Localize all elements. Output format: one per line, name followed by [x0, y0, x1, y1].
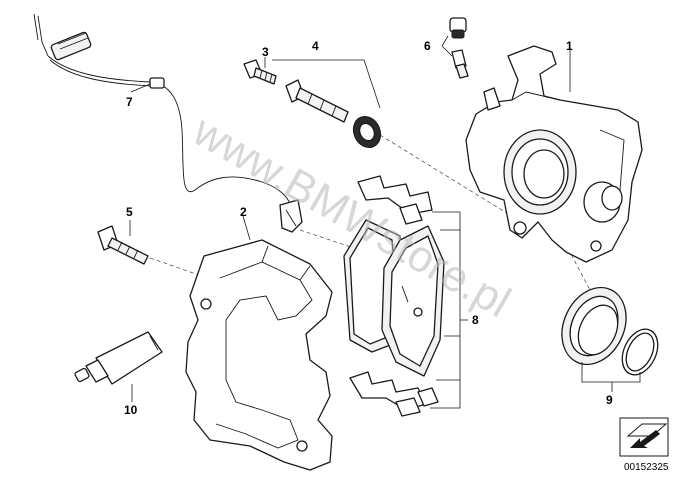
callout-10: 10 [124, 403, 138, 417]
caliper-carrier [185, 239, 333, 471]
leader-lines [129, 35, 641, 409]
callout-5: 5 [126, 205, 133, 219]
callout-9: 9 [606, 393, 613, 407]
callout-8: 8 [472, 313, 479, 327]
brake-wear-sensor [33, 13, 303, 233]
guide-pin-with-boot [285, 79, 382, 149]
callout-1: 1 [566, 39, 573, 53]
grease-tube [74, 331, 163, 385]
document-number: 00152325 [624, 462, 669, 473]
carrier-bolt [97, 225, 149, 265]
callout-7: 7 [126, 95, 133, 109]
caliper-bolt [243, 59, 277, 85]
brake-pads-and-clips [343, 175, 445, 417]
callout-labels: 1 2 3 4 5 6 7 8 9 10 [124, 39, 613, 417]
callout-4: 4 [312, 39, 319, 53]
arrow-into-box-icon [619, 417, 669, 457]
callout-2: 2 [240, 205, 247, 219]
bleeder-screw-and-cap [449, 17, 469, 79]
callout-6: 6 [424, 39, 431, 53]
callout-3: 3 [262, 45, 269, 59]
caliper-housing [465, 45, 643, 263]
piston-seals [561, 286, 659, 376]
